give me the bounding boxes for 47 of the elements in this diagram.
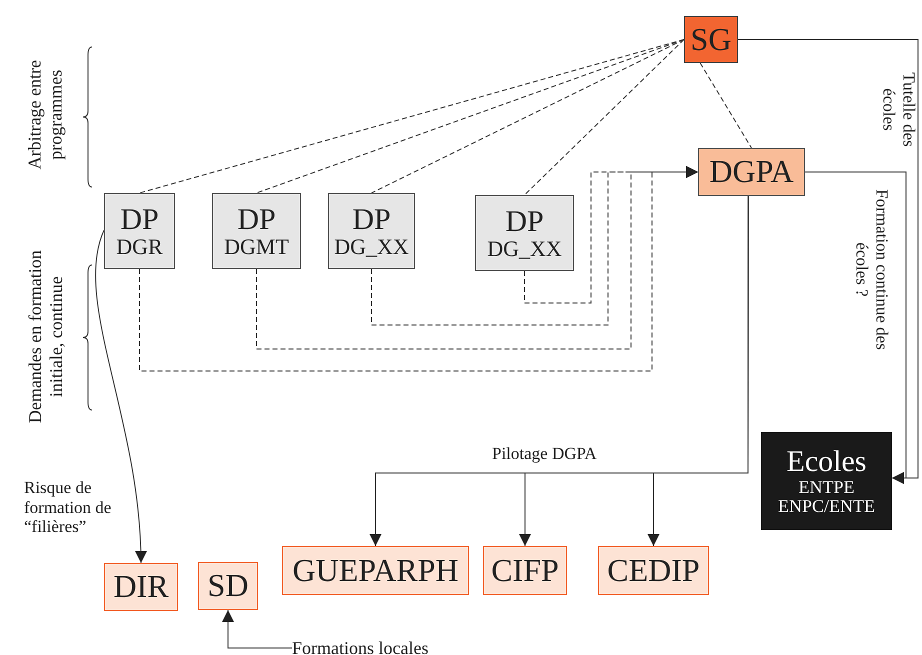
box-subtitle: DGMT: [224, 235, 289, 258]
box-title: DIR: [113, 570, 169, 604]
box-subtitle: DG_XX: [334, 235, 409, 258]
org-box: [483, 546, 567, 595]
connector-line: [256, 39, 684, 194]
org-box: [698, 148, 805, 196]
connector-line: [700, 62, 752, 148]
box-subtitle: ENPC/ENTE: [778, 496, 875, 516]
box-title: DP: [352, 204, 391, 236]
box-title: SG: [690, 22, 732, 56]
box-subtitle: ENTPE: [798, 478, 854, 497]
connector-line: [139, 39, 684, 194]
arrow: [222, 610, 292, 648]
edge-label: Tutelle des écoles: [879, 71, 919, 149]
edge-label: Risque de formation de “filières”: [23, 478, 112, 537]
school-box: [761, 432, 892, 530]
box-subtitle: DGR: [116, 235, 163, 258]
box-title: SD: [208, 569, 248, 603]
box-title: Ecoles: [786, 446, 866, 478]
side-label: Demandes en formation initiale, continue: [24, 249, 66, 426]
note-text: Formations locales: [292, 636, 452, 655]
org-box: [282, 546, 469, 595]
connector-line: [371, 39, 684, 194]
arrow: [648, 196, 749, 546]
arrow: [804, 172, 906, 484]
side-label: Arbitrage entre programmes: [24, 58, 66, 172]
box-title: GUEPARPH: [292, 554, 458, 588]
box-title: DP: [505, 206, 544, 238]
arrow: [524, 166, 698, 304]
program-box: [328, 193, 415, 269]
org-box: [198, 562, 258, 610]
program-box: [475, 195, 574, 271]
box-title: DP: [237, 204, 276, 236]
org-box: [684, 16, 738, 63]
org-box: [104, 563, 178, 611]
edge-label: Pilotage DGPA: [490, 444, 599, 464]
edge-label: Formation continue des écoles ?: [852, 188, 892, 352]
org-box: [598, 546, 709, 595]
box-title: CIFP: [491, 554, 559, 588]
box-title: DP: [120, 204, 159, 236]
arrow: [95, 230, 147, 564]
box-title: CEDIP: [607, 554, 700, 588]
program-box: [212, 193, 301, 269]
program-box: [104, 193, 175, 269]
connector-line: [524, 39, 684, 196]
box-title: DGPA: [709, 155, 794, 189]
box-subtitle: DG_XX: [487, 237, 562, 260]
